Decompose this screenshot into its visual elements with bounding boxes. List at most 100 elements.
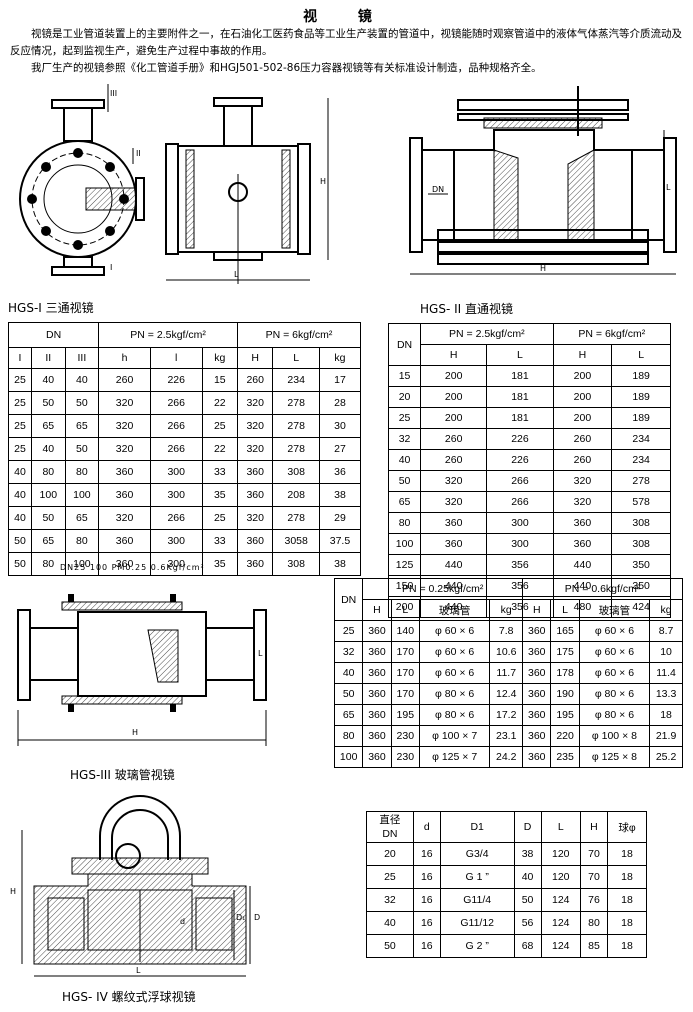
table-cell: 40 <box>31 368 66 392</box>
table2-header-pn1: PN = 2.5kgf/cm² <box>420 323 554 345</box>
table-cell: 360 <box>362 641 392 663</box>
table-cell: φ 80 × 6 <box>418 683 491 705</box>
table-cell: 24.2 <box>489 746 524 768</box>
intro-paragraph-2: 我厂生产的视镜参照《化工管道手册》和HGJ501-502-86压力容器视镜等有关… <box>31 62 542 74</box>
table2-header-pn2: PN = 6kgf/cm² <box>552 323 672 345</box>
table1-col: III <box>64 347 100 369</box>
table-cell: 360 <box>522 725 552 747</box>
table-cell: 260 <box>236 368 274 392</box>
table-cell: 23.1 <box>489 725 524 747</box>
table3-col: kg <box>649 599 683 621</box>
table-cell: 360 <box>362 662 392 684</box>
table-cell: 230 <box>390 725 420 747</box>
table-cell: 360 <box>98 529 151 553</box>
table-cell: 80 <box>387 512 422 534</box>
table-cell: 32 <box>387 428 422 450</box>
table-cell: 65 <box>31 414 66 438</box>
table-cell: 266 <box>149 391 203 415</box>
table-cell: 260 <box>552 449 613 471</box>
table-cell: 300 <box>149 460 203 484</box>
table-cell: 234 <box>272 368 320 392</box>
table-cell: 260 <box>420 428 488 450</box>
table-cell: 320 <box>236 506 274 530</box>
table2-col: H <box>552 344 613 366</box>
hgs4-caption: HGS- IV 螺纹式浮球视镜 <box>62 990 196 1004</box>
table-cell: 320 <box>236 391 274 415</box>
table-cell: G11/12 <box>439 911 515 935</box>
table-cell: 65 <box>333 704 364 726</box>
hgs3-label-L: L <box>258 649 263 658</box>
table-cell: 300 <box>486 512 554 534</box>
table-cell: 320 <box>420 491 488 513</box>
table-cell: 17 <box>318 368 362 392</box>
table1-col: I <box>8 347 32 369</box>
table-cell: 100 <box>31 483 66 507</box>
table-cell: φ 60 × 6 <box>418 641 491 663</box>
table-cell: 25 <box>366 865 414 889</box>
table-cell: 40 <box>8 506 32 530</box>
table-cell: 170 <box>390 683 420 705</box>
table-cell: 11.4 <box>649 662 683 684</box>
table-cell: 11.7 <box>489 662 524 684</box>
table-cell: 15 <box>201 368 239 392</box>
table-cell: 320 <box>552 491 613 513</box>
table-cell: 360 <box>236 483 274 507</box>
hgs4-drawing: H L d D₁ D <box>10 795 260 977</box>
table-cell: 260 <box>552 428 613 450</box>
table-cell: 50 <box>64 437 100 461</box>
table3-col: 玻璃管 <box>418 599 491 621</box>
table-cell: 278 <box>272 506 320 530</box>
table-cell: 308 <box>272 460 320 484</box>
table-cell: 33 <box>201 529 239 553</box>
table-cell: 195 <box>550 704 580 726</box>
table-cell: 16 <box>412 934 441 958</box>
table-cell: 230 <box>390 746 420 768</box>
table-cell: 189 <box>611 407 671 429</box>
table-cell: 320 <box>420 470 488 492</box>
table-cell: 124 <box>540 934 581 958</box>
table-cell: 20 <box>387 386 422 408</box>
table-cell: 320 <box>552 470 613 492</box>
table-cell: 80 <box>31 460 66 484</box>
table-cell: 80 <box>333 725 364 747</box>
table-cell: 100 <box>333 746 364 768</box>
table2-col: H <box>420 344 488 366</box>
table4-col: 直径 DN <box>366 811 414 843</box>
table-cell: 356 <box>486 554 554 576</box>
hgs1-label-III: III <box>110 89 117 98</box>
table-cell: 76 <box>579 888 608 912</box>
table-cell: 350 <box>611 554 671 576</box>
table-cell: 320 <box>98 506 151 530</box>
table-cell: 440 <box>420 554 488 576</box>
table-cell: 195 <box>390 704 420 726</box>
table-cell: φ 60 × 6 <box>578 641 651 663</box>
table-cell: 165 <box>550 620 580 642</box>
table-cell: 22 <box>201 437 239 461</box>
table-cell: 278 <box>272 391 320 415</box>
table-cell: φ 125 × 7 <box>418 746 491 768</box>
table-cell: 320 <box>236 414 274 438</box>
table-cell: 266 <box>486 491 554 513</box>
table-cell: 200 <box>420 365 488 387</box>
table-cell: 35 <box>201 552 239 576</box>
table-cell: 360 <box>522 662 552 684</box>
table1-col: L <box>272 347 320 369</box>
table-cell: 65 <box>387 491 422 513</box>
table-cell: 18 <box>606 911 648 935</box>
intro-text: 视镜是工业管道装置上的主要附件之一，在石油化工医药食品等工业生产装置的管道中，视… <box>10 26 686 77</box>
table-cell: 124 <box>540 888 581 912</box>
